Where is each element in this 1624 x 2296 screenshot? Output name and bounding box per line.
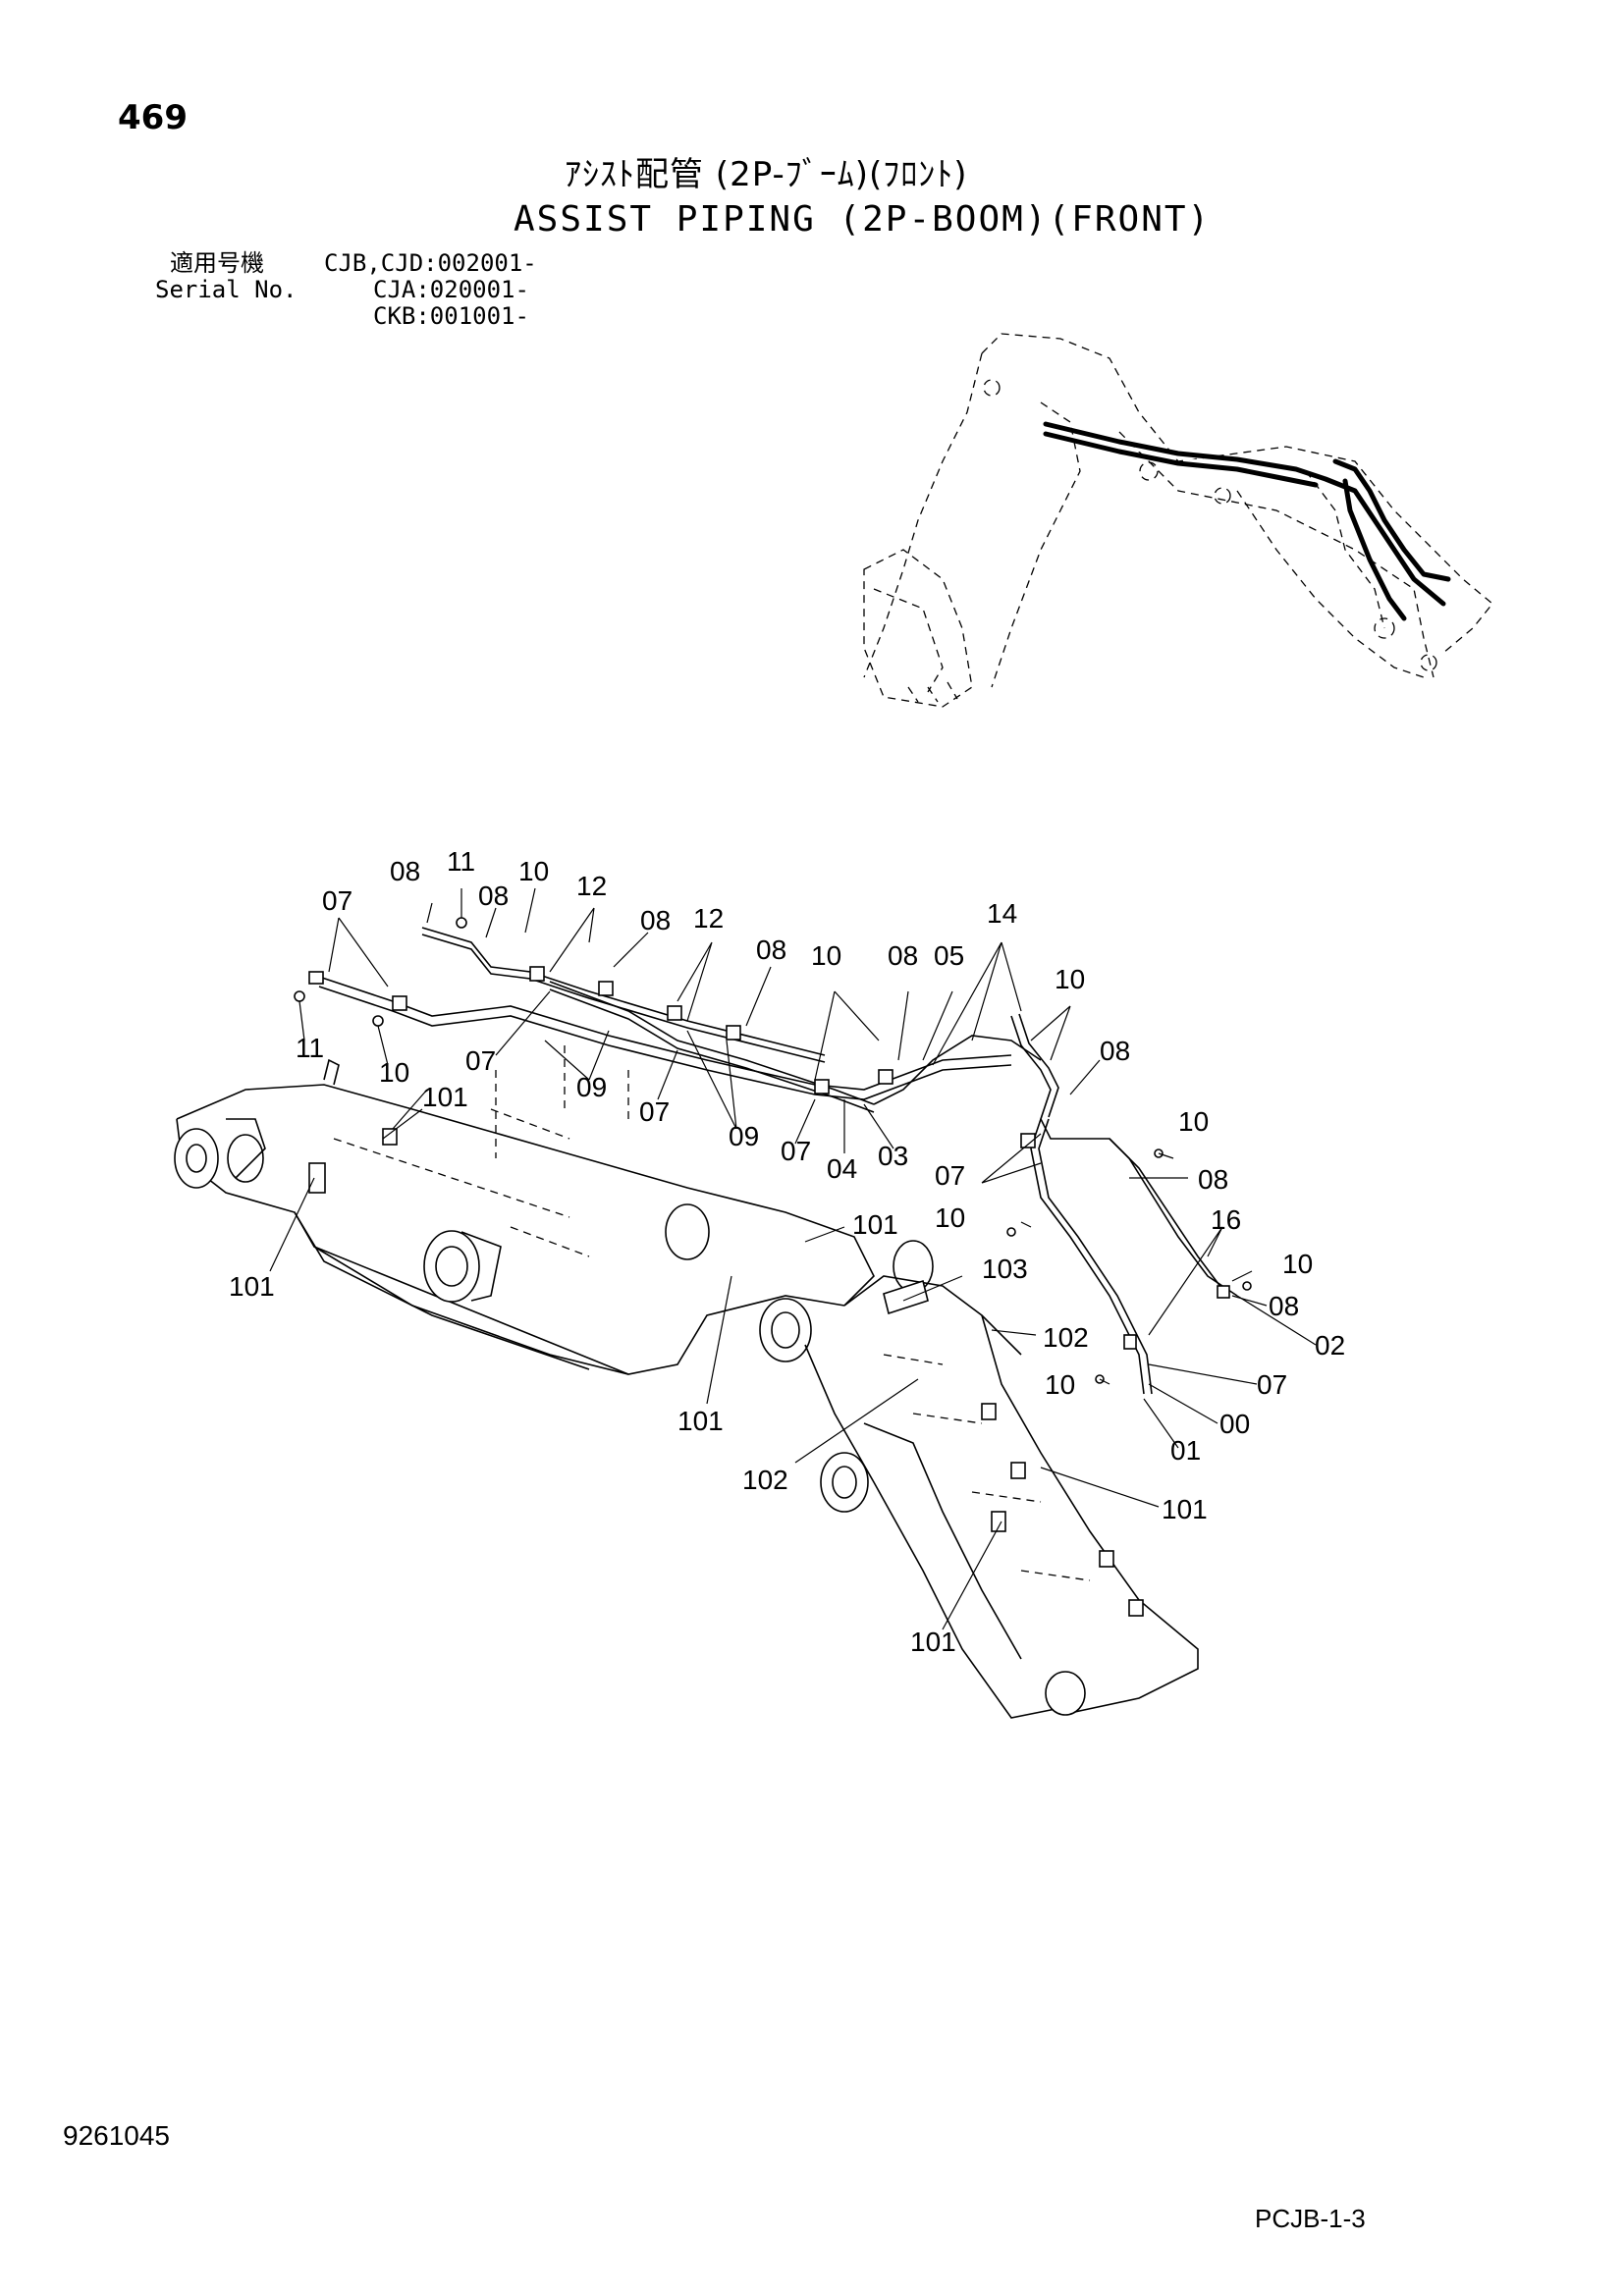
- callout: 10: [379, 1057, 409, 1088]
- callout: 101: [852, 1209, 898, 1240]
- callout: 102: [742, 1465, 788, 1495]
- serial-range-cjb-cjd: CJB,CJD:002001-: [324, 249, 537, 277]
- callout: 11: [296, 1033, 324, 1063]
- callout: 11: [447, 846, 475, 877]
- callout: 101: [910, 1627, 956, 1657]
- callout: 08: [640, 905, 671, 935]
- callout: 04: [827, 1153, 857, 1184]
- callout: 01: [1170, 1435, 1201, 1466]
- callout: 10: [1178, 1106, 1209, 1137]
- callout: 101: [1162, 1494, 1208, 1524]
- callout: 09: [729, 1121, 759, 1151]
- callout: 10: [1055, 964, 1085, 994]
- sheet-code: PCJB-1-3: [1255, 2204, 1366, 2233]
- callout: 07: [1257, 1369, 1287, 1400]
- title-japanese: ｱｼｽﾄ配管 (2P-ﾌﾞｰﾑ)(ﾌﾛﾝﾄ): [565, 155, 968, 194]
- title-english: ASSIST PIPING (2P-BOOM)(FRONT): [514, 199, 1212, 240]
- callout: 10: [935, 1202, 965, 1233]
- serial-label-english: Serial No.: [155, 276, 298, 303]
- callout: 102: [1043, 1322, 1089, 1353]
- callout: 08: [478, 881, 509, 911]
- callout: 05: [934, 940, 964, 971]
- callout: 08: [390, 856, 420, 886]
- page-number: 469: [118, 98, 188, 137]
- callout-numbers: 08 11 10 08 12 08 12 08 10 08 05 14 07 1…: [229, 846, 1345, 1657]
- callout: 12: [693, 903, 724, 934]
- callout: 10: [1045, 1369, 1075, 1400]
- callout: 02: [1315, 1330, 1345, 1361]
- callout: 14: [987, 898, 1017, 929]
- callout: 08: [1269, 1291, 1299, 1321]
- callout: 08: [888, 940, 918, 971]
- piping-assembly: [294, 917, 1252, 1395]
- callout: 08: [1100, 1036, 1130, 1066]
- callout: 101: [677, 1406, 724, 1436]
- serial-label-japanese: 適用号機: [170, 249, 264, 277]
- serial-range-cja: CJA:020001-: [373, 276, 529, 303]
- callout: 103: [982, 1254, 1028, 1284]
- callout: 10: [518, 856, 549, 886]
- callout: 07: [639, 1096, 670, 1127]
- callout: 101: [422, 1082, 468, 1112]
- callout: 10: [811, 940, 841, 971]
- callout: 09: [576, 1072, 607, 1102]
- callout: 10: [1282, 1249, 1313, 1279]
- callout: 07: [935, 1160, 965, 1191]
- callout: 08: [756, 934, 786, 965]
- callout: 16: [1211, 1204, 1241, 1235]
- boom-structure: [174, 1045, 1199, 1719]
- serial-range-ckb: CKB:001001-: [373, 302, 529, 330]
- callout: 07: [781, 1136, 811, 1166]
- callout: 03: [878, 1141, 908, 1171]
- callout: 00: [1219, 1409, 1250, 1439]
- callout: 101: [229, 1271, 275, 1302]
- document-number: 9261045: [63, 2120, 171, 2151]
- overview-excavator-front: [863, 333, 1493, 708]
- callout: 08: [1198, 1164, 1228, 1195]
- callout: 07: [465, 1045, 496, 1076]
- callout: 12: [576, 871, 607, 901]
- callout-leader-lines: [269, 887, 1317, 1630]
- callout: 07: [322, 885, 352, 916]
